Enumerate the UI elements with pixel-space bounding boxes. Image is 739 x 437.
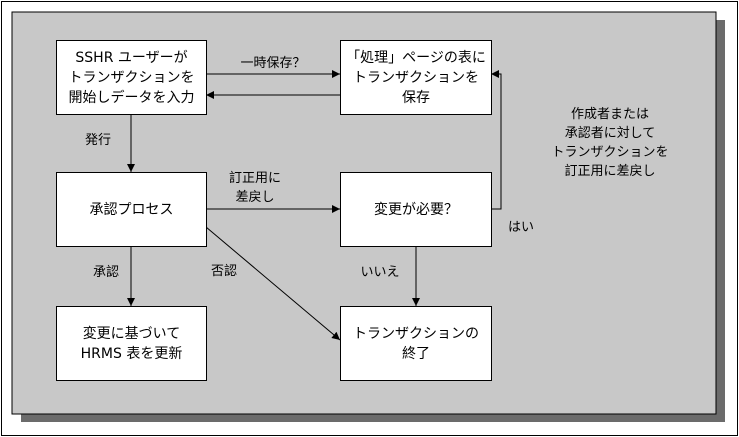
node-end: トランザクションの 終了: [340, 306, 492, 381]
edge-yes: [491, 70, 502, 210]
node-save-table-label: 「処理」ページの表に トランザクションを 保存: [346, 49, 486, 106]
node-update-hrms-label: 変更に基づいて HRMS 表を更新: [80, 325, 183, 362]
node-approval: 承認プロセス: [56, 172, 207, 247]
node-change-needed-label: 変更が必要？: [374, 201, 458, 218]
node-approval-label: 承認プロセス: [89, 201, 174, 218]
node-start: SSHR ユーザーが トランザクションを 開始しデータを入力: [56, 40, 207, 115]
edge-label-approved: 承認: [92, 265, 119, 280]
node-save-table: 「処理」ページの表に トランザクションを 保存: [340, 40, 492, 115]
edge-rejected: [205, 226, 341, 341]
node-end-label: トランザクションの 終了: [353, 325, 479, 362]
annotation-author-note: 作成者または 承認者に対して トランザクションを 訂正用に差戻し: [551, 107, 669, 179]
node-change-needed: 変更が必要？: [340, 172, 492, 247]
node-start-label: SSHR ユーザーが トランザクションを 開始しデータを入力: [68, 49, 195, 106]
node-update-hrms: 変更に基づいて HRMS 表を更新: [56, 306, 207, 381]
edge-label-temp-save: 一時保存？: [240, 56, 306, 71]
edge-label-yes: はい: [507, 220, 534, 235]
edge-label-no: いいえ: [360, 265, 400, 280]
edge-label-issue: 発行: [84, 133, 111, 148]
edge-label-send-back: 訂正用に 差戻し: [228, 171, 281, 205]
edge-label-rejected: 否認: [210, 264, 237, 279]
